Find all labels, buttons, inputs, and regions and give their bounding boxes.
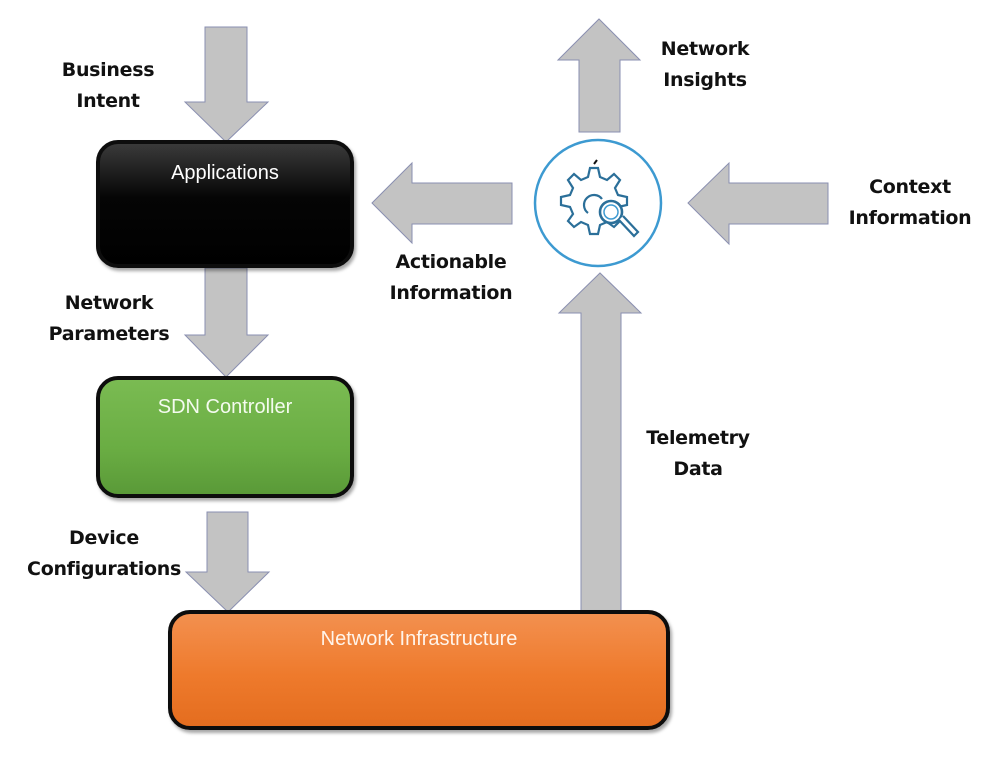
- arrow-context-information: [687, 161, 829, 246]
- sdn-controller-label: SDN Controller: [157, 396, 293, 418]
- gear-icon: [559, 166, 629, 236]
- business-intent-label: Business Intent: [61, 59, 155, 112]
- arrow-network-parameters: [183, 267, 270, 378]
- applications-box: Applications: [96, 140, 354, 268]
- arrow-business-intent: [183, 26, 270, 143]
- applications-label: Applications: [171, 162, 279, 184]
- analytics-engine: [533, 138, 663, 268]
- gear-magnifier-icon: [559, 159, 640, 238]
- context-information-label: Context Information: [848, 176, 972, 229]
- network-infrastructure-label: Network Infrastructure: [320, 628, 518, 650]
- arrow-network-insights: [556, 18, 642, 133]
- magnifier-icon: [598, 199, 624, 225]
- network-parameters-label: Network Parameters: [48, 292, 170, 345]
- device-configurations-label: Device Configurations: [27, 527, 181, 580]
- network-insights-label: Network Insights: [660, 38, 750, 91]
- analytics-circle: [533, 138, 663, 268]
- arrow-telemetry-data: [557, 272, 643, 613]
- sdn-controller-box: SDN Controller: [96, 376, 354, 498]
- network-infrastructure-box: Network Infrastructure: [168, 610, 670, 730]
- actionable-information-label: Actionable Information: [389, 251, 513, 304]
- telemetry-data-label: Telemetry Data: [646, 427, 750, 480]
- gear-hub-icon: [582, 193, 603, 214]
- arrow-actionable-information: [371, 161, 513, 245]
- arrow-device-configurations: [184, 511, 271, 613]
